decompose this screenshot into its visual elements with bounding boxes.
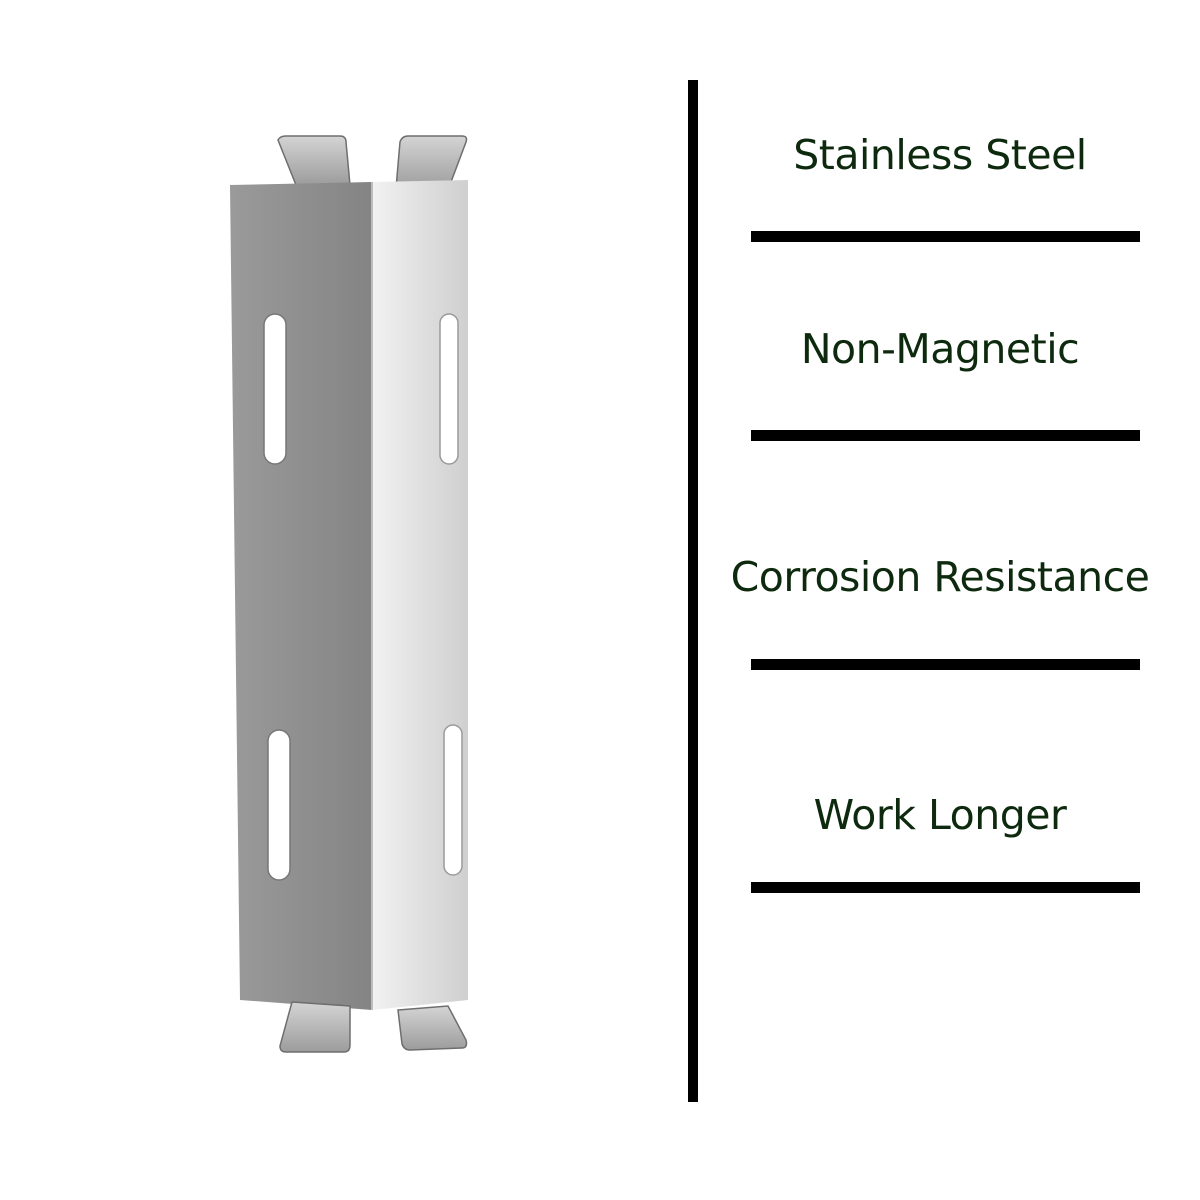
vertical-divider [688,80,698,1102]
feature-rule-1 [751,231,1140,242]
bottom-left-tab [279,1001,351,1053]
bottom-right-tab [397,1005,468,1051]
feature-non-magnetic: Non-Magnetic [800,325,1080,373]
feature-rule-4 [751,882,1140,893]
right-face [372,180,468,1010]
top-right-tab [395,135,468,191]
slot-right-lower [443,724,463,876]
feature-rule-2 [751,430,1140,441]
feature-stainless-steel: Stainless Steel [793,131,1087,179]
feature-work-longer: Work Longer [813,791,1067,839]
slot-left-upper [263,313,287,465]
left-face [230,182,372,1010]
slot-left-lower [267,729,291,881]
stainless-steel-heat-plate-icon [230,135,468,1053]
feature-rule-3 [751,659,1140,670]
heat-plate-image [200,110,520,1070]
slot-right-upper [439,313,459,465]
feature-corrosion-resistance: Corrosion Resistance [730,553,1150,601]
top-left-tab [277,135,351,186]
